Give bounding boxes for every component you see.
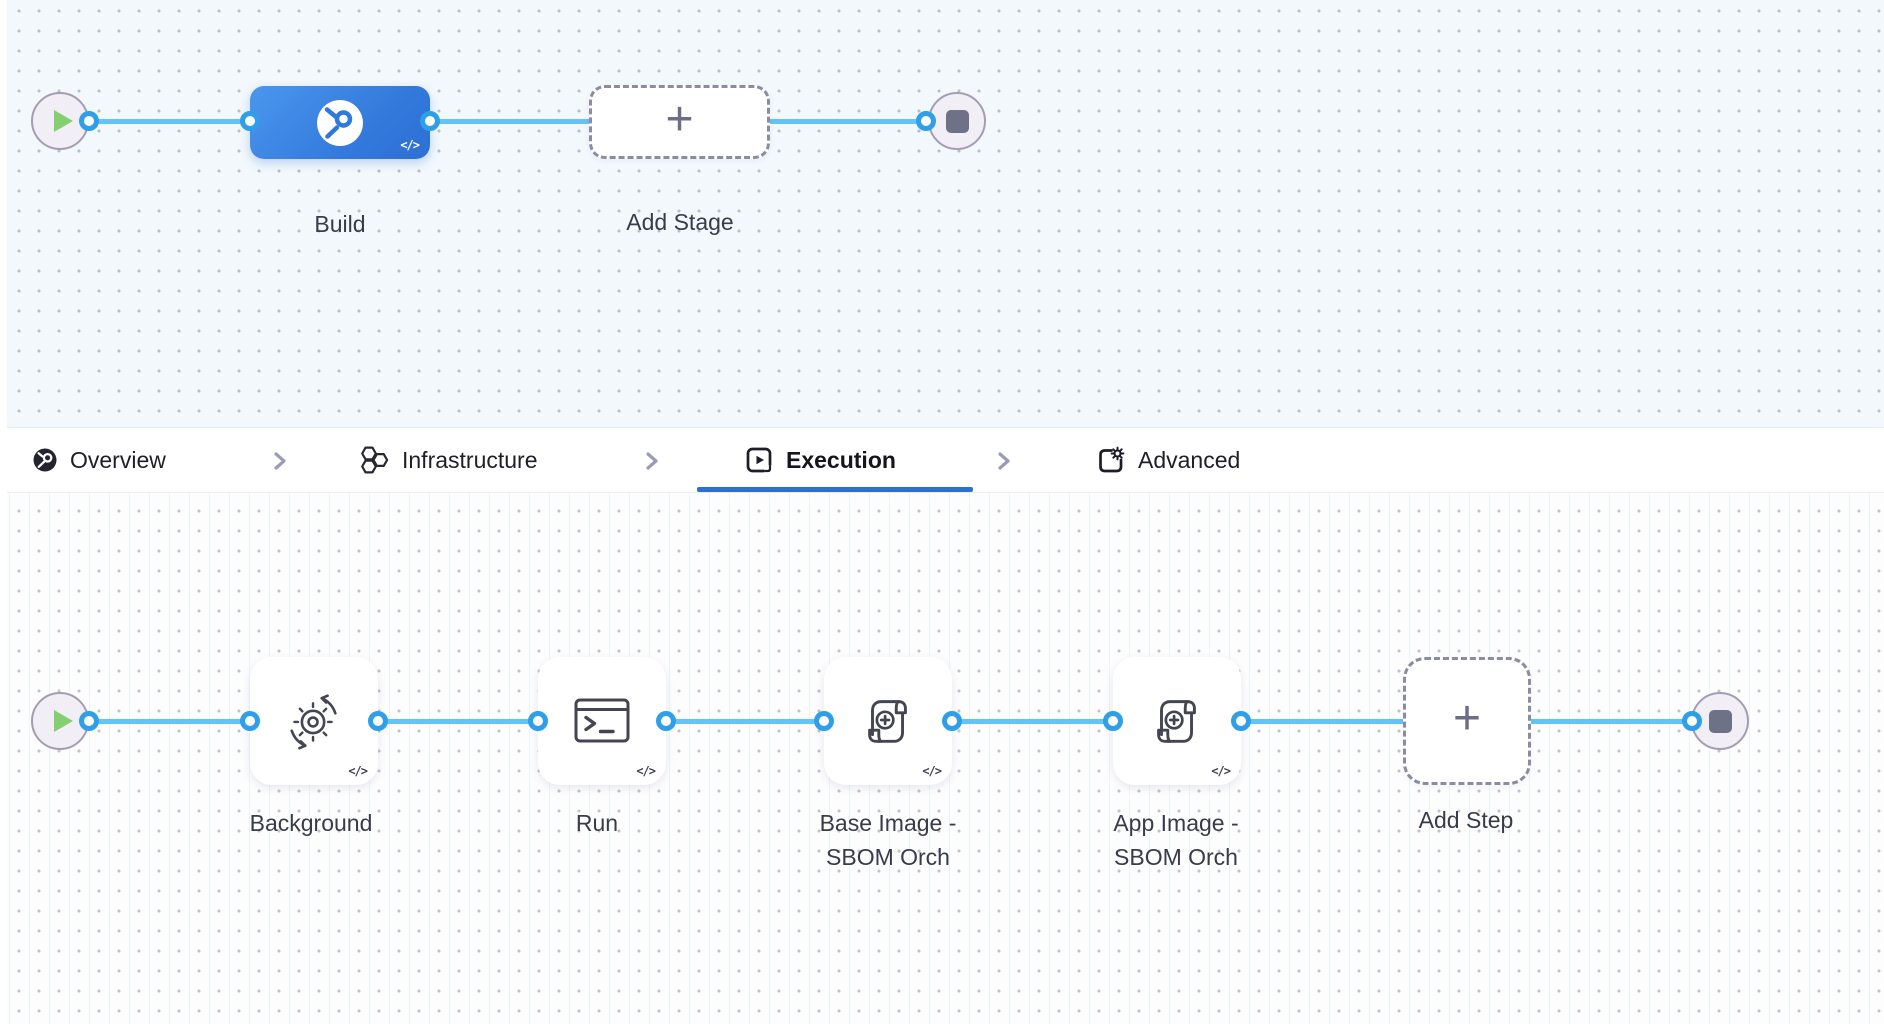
tab-label: Overview bbox=[70, 446, 166, 473]
sbom-scroll-icon bbox=[1146, 690, 1208, 752]
play-icon bbox=[54, 710, 73, 732]
active-tab-underline bbox=[697, 487, 973, 492]
step-node-run[interactable]: </> bbox=[538, 657, 666, 785]
chevron-right-icon bbox=[270, 450, 290, 472]
connector-dot[interactable] bbox=[528, 711, 548, 731]
connector-dot[interactable] bbox=[814, 711, 834, 731]
advanced-icon bbox=[1096, 446, 1125, 475]
step-node-app-image-sbom[interactable]: </> bbox=[1113, 657, 1241, 785]
connector-dot[interactable] bbox=[420, 111, 440, 131]
terminal-icon bbox=[573, 697, 631, 745]
connector-dot[interactable] bbox=[79, 711, 99, 731]
play-icon bbox=[54, 110, 73, 132]
chevron-right-icon bbox=[642, 450, 662, 472]
plus-icon: + bbox=[1452, 692, 1482, 745]
code-icon[interactable]: </> bbox=[400, 138, 420, 152]
stage-node-build[interactable]: </> bbox=[250, 86, 430, 159]
tab-infrastructure[interactable]: Infrastructure bbox=[359, 428, 538, 492]
stage-canvas[interactable]: </> + Build Add Stage bbox=[0, 0, 1884, 427]
connector-dot[interactable] bbox=[1103, 711, 1123, 731]
connector-dot[interactable] bbox=[368, 711, 388, 731]
chevron-right-icon bbox=[994, 450, 1014, 472]
connector-dot[interactable] bbox=[1231, 711, 1251, 731]
add-stage-label[interactable]: Add Stage bbox=[626, 209, 734, 235]
tab-overview[interactable]: Overview bbox=[33, 428, 166, 492]
stage-label-build[interactable]: Build bbox=[314, 211, 366, 237]
overview-icon bbox=[33, 448, 57, 472]
tab-label: Infrastructure bbox=[402, 446, 538, 473]
ci-build-icon bbox=[317, 99, 363, 146]
sbom-scroll-icon bbox=[857, 690, 919, 752]
stop-icon bbox=[945, 109, 969, 133]
code-icon[interactable]: </> bbox=[1211, 764, 1231, 778]
stage-flow-line bbox=[89, 119, 926, 124]
background-sync-icon bbox=[283, 690, 345, 752]
stage-config-tab-bar: Overview Infrastructure bbox=[0, 427, 1884, 493]
tab-label: Advanced bbox=[1138, 446, 1241, 473]
step-node-base-image-sbom[interactable]: </> bbox=[824, 657, 952, 785]
tab-label: Execution bbox=[786, 446, 896, 473]
step-node-background[interactable]: </> bbox=[250, 657, 378, 785]
connector-dot[interactable] bbox=[79, 111, 99, 131]
code-icon[interactable]: </> bbox=[636, 764, 656, 778]
connector-dot[interactable] bbox=[656, 711, 676, 731]
step-label-run[interactable]: Run bbox=[575, 810, 619, 836]
canvas-left-edge bbox=[0, 0, 7, 1024]
add-step-label[interactable]: Add Step bbox=[1418, 807, 1514, 833]
execution-icon bbox=[745, 446, 773, 474]
connector-dot[interactable] bbox=[916, 111, 936, 131]
connector-dot[interactable] bbox=[942, 711, 962, 731]
code-icon[interactable]: </> bbox=[922, 764, 942, 778]
infrastructure-icon bbox=[359, 444, 389, 476]
add-stage-button[interactable]: + bbox=[589, 85, 770, 159]
tab-advanced[interactable]: Advanced bbox=[1096, 428, 1240, 492]
connector-dot[interactable] bbox=[240, 111, 260, 131]
tab-execution[interactable]: Execution bbox=[745, 428, 896, 492]
execution-canvas[interactable]: </> </> bbox=[0, 493, 1884, 1024]
stop-icon bbox=[1708, 709, 1732, 733]
execution-end-node[interactable] bbox=[1691, 692, 1749, 750]
step-label-base-image-sbom[interactable]: Base Image - SBOM Orch bbox=[819, 810, 957, 870]
connector-dot[interactable] bbox=[240, 711, 260, 731]
stage-end-node[interactable] bbox=[928, 92, 986, 150]
connector-dot[interactable] bbox=[1682, 711, 1702, 731]
step-label-background[interactable]: Background bbox=[249, 810, 373, 836]
add-step-button[interactable]: + bbox=[1403, 657, 1531, 785]
code-icon[interactable]: </> bbox=[348, 764, 368, 778]
plus-icon: + bbox=[665, 93, 694, 146]
step-label-app-image-sbom[interactable]: App Image - SBOM Orch bbox=[1113, 810, 1239, 870]
